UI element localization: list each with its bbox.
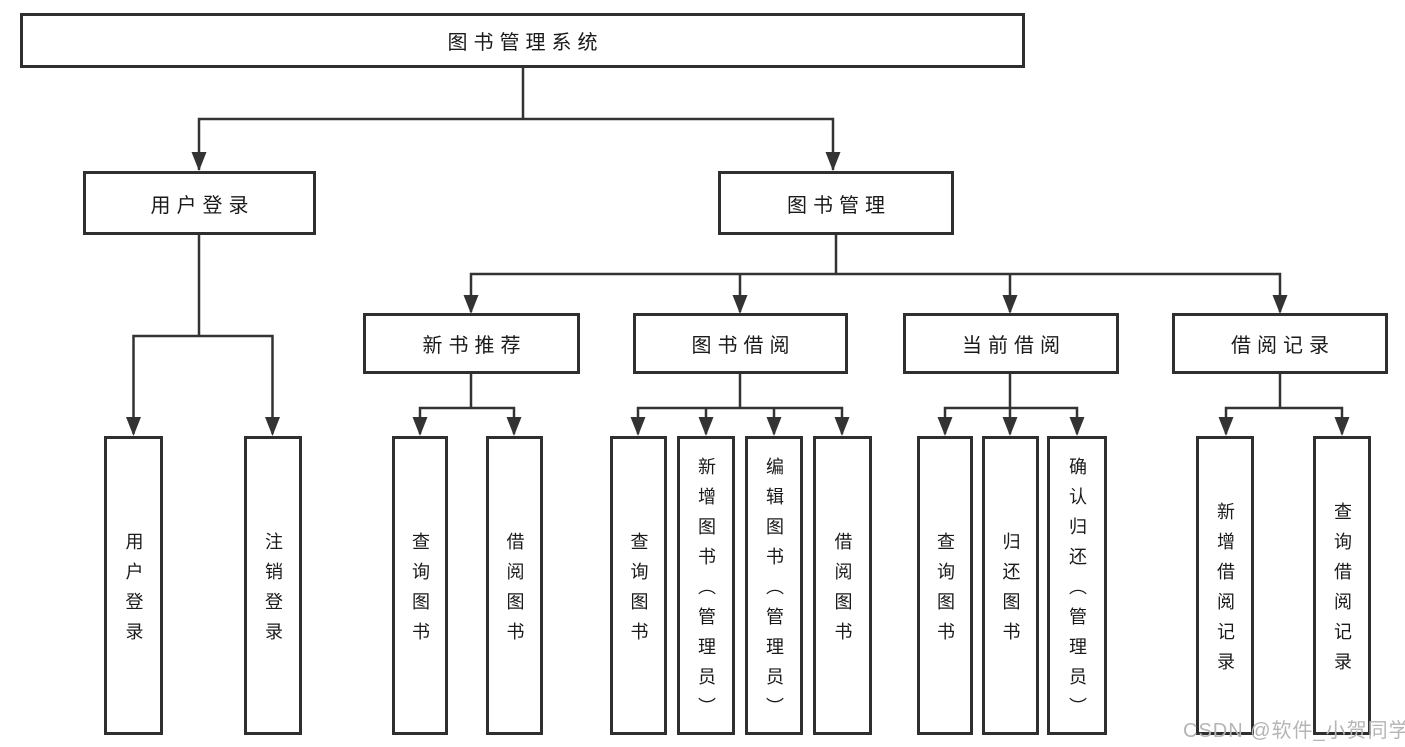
node-leaf-add-record: 新增借阅记录 — [1196, 436, 1254, 735]
connector-current-borrow-to-leaves — [943, 374, 1079, 434]
node-book-borrow-label: 图书借阅 — [691, 335, 796, 357]
node-leaf-query-book-2-label: 查询图书 — [628, 531, 649, 652]
node-leaf-confirm-return-label: 确认归还（管理员） — [1067, 456, 1087, 727]
node-new-book-rec-label: 新书推荐 — [422, 335, 527, 357]
node-leaf-logout: 注销登录 — [244, 436, 302, 735]
connector-book-mgmt-to-level3 — [469, 235, 1282, 312]
node-leaf-query-book-2: 查询图书 — [610, 436, 667, 735]
node-leaf-borrow-book-2: 借阅图书 — [813, 436, 872, 735]
node-user-login-label: 用户登录 — [150, 194, 255, 217]
node-root: 图书管理系统 — [20, 13, 1025, 68]
node-leaf-borrow-book-1: 借阅图书 — [486, 436, 543, 735]
node-leaf-return-book-label: 归还图书 — [1000, 531, 1021, 652]
connector-book-borrow-to-leaves — [636, 374, 844, 434]
node-leaf-confirm-return: 确认归还（管理员） — [1047, 436, 1107, 735]
node-current-borrow: 当前借阅 — [903, 313, 1119, 374]
node-leaf-query-book-3: 查询图书 — [917, 436, 973, 735]
node-leaf-user-login-label: 用户登录 — [123, 531, 144, 652]
node-leaf-edit-book: 编辑图书（管理员） — [745, 436, 803, 735]
connector-borrow-record-to-leaves — [1224, 374, 1344, 434]
node-leaf-query-record: 查询借阅记录 — [1313, 436, 1371, 735]
node-leaf-return-book: 归还图书 — [982, 436, 1039, 735]
node-user-login: 用户登录 — [83, 171, 316, 235]
node-borrow-record: 借阅记录 — [1172, 313, 1388, 374]
node-leaf-add-record-label: 新增借阅记录 — [1215, 501, 1235, 682]
node-leaf-logout-label: 注销登录 — [263, 531, 283, 652]
node-borrow-record-label: 借阅记录 — [1231, 335, 1335, 357]
node-leaf-edit-book-label: 编辑图书（管理员） — [764, 456, 784, 727]
node-leaf-query-book-1-label: 查询图书 — [410, 531, 430, 652]
watermark: CSDN @软件_小贺同学 — [1183, 720, 1405, 742]
node-leaf-query-book-3-label: 查询图书 — [935, 531, 955, 652]
connector-root-to-level2 — [197, 68, 835, 170]
node-book-mgmt: 图书管理 — [718, 171, 954, 235]
connector-new-book-rec-to-leaves — [418, 374, 516, 434]
node-current-borrow-label: 当前借阅 — [962, 335, 1066, 357]
node-new-book-rec: 新书推荐 — [363, 313, 580, 374]
node-leaf-add-book: 新增图书（管理员） — [677, 436, 735, 735]
node-leaf-user-login: 用户登录 — [104, 436, 163, 735]
connector-user-login-to-leaves — [132, 235, 274, 434]
node-leaf-query-record-label: 查询借阅记录 — [1332, 501, 1352, 682]
node-book-mgmt-label: 图书管理 — [787, 194, 891, 217]
node-leaf-query-book-1: 查询图书 — [392, 436, 448, 735]
node-book-borrow: 图书借阅 — [633, 313, 848, 374]
node-root-label: 图书管理系统 — [447, 32, 604, 54]
node-leaf-borrow-book-1-label: 借阅图书 — [504, 531, 525, 652]
node-leaf-add-book-label: 新增图书（管理员） — [696, 456, 716, 727]
node-leaf-borrow-book-2-label: 借阅图书 — [832, 531, 853, 652]
